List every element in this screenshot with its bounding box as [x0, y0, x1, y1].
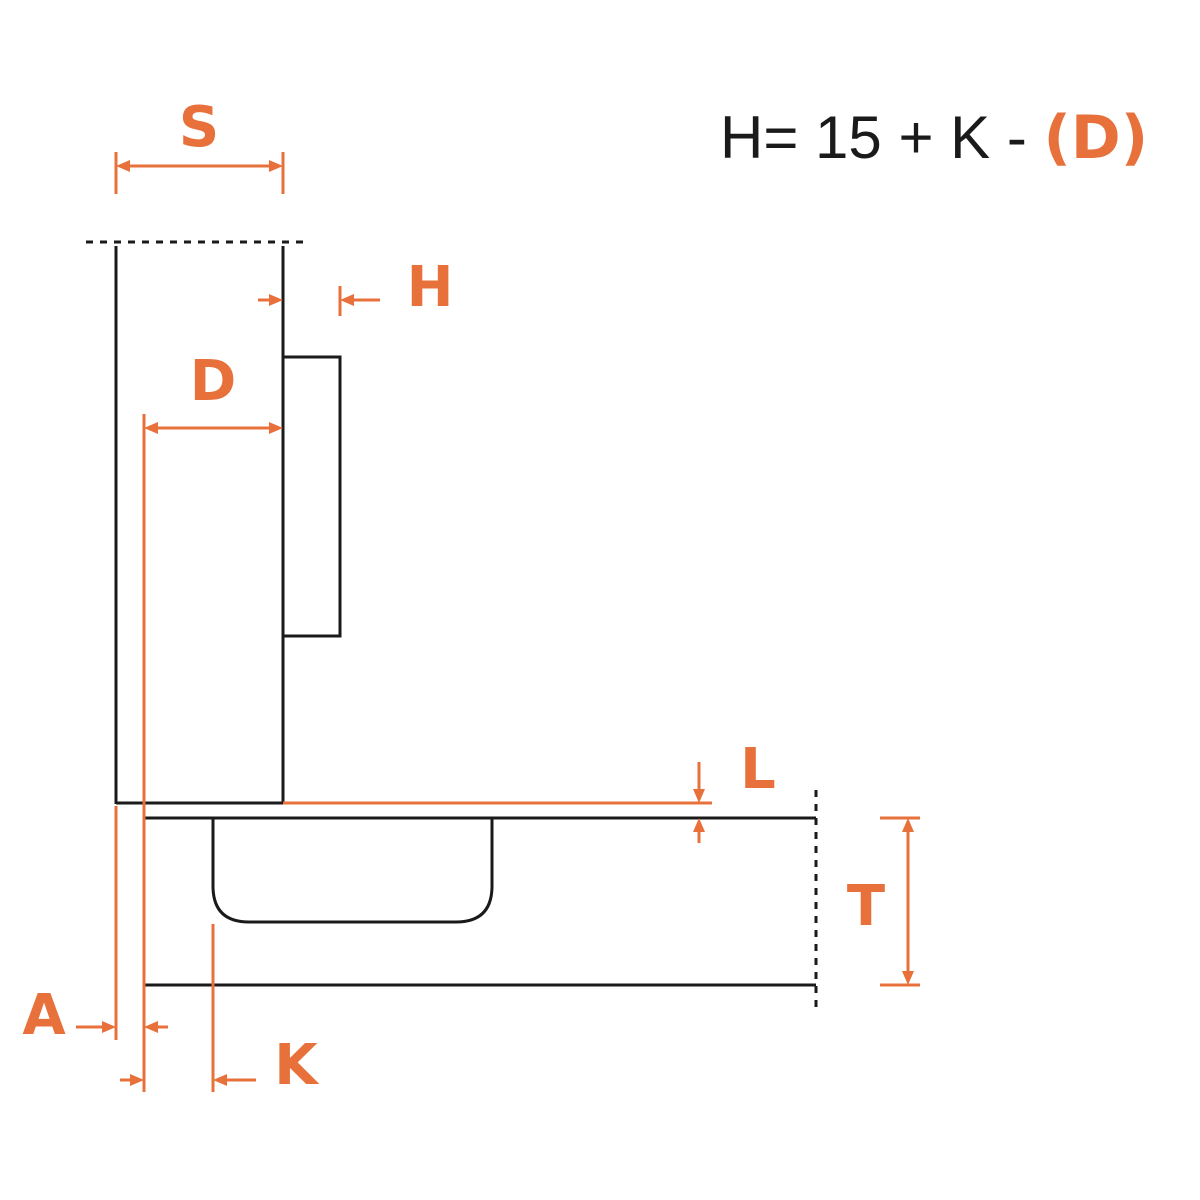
- k-arrow-right: [213, 1074, 227, 1086]
- h-arrow-left: [269, 294, 283, 306]
- formula: H= 15 + K - (D): [720, 103, 1148, 173]
- d-arrow-left: [144, 422, 158, 434]
- s-arrow-left: [116, 160, 130, 172]
- label-t: T: [847, 874, 885, 939]
- t-arrow-bottom: [902, 971, 914, 985]
- label-h: H: [407, 255, 454, 320]
- k-arrow-left: [130, 1074, 144, 1086]
- label-d: D: [190, 349, 236, 414]
- l-arrow-bottom: [693, 818, 705, 832]
- d-arrow-right: [269, 422, 283, 434]
- hinge-plate: [283, 355, 342, 638]
- formula-highlight: (D): [1044, 103, 1149, 173]
- dimension-labels: S H D L T A K: [22, 95, 885, 1098]
- structure-lines: [86, 240, 818, 1012]
- hinge-cup-recess: [211, 818, 494, 924]
- h-arrow-right: [340, 294, 354, 306]
- dimension-lines: [76, 152, 920, 1092]
- label-a: A: [22, 983, 66, 1048]
- s-arrow-right: [269, 160, 283, 172]
- label-k: K: [274, 1033, 320, 1098]
- a-arrow-left: [102, 1021, 116, 1033]
- a-arrow-right: [144, 1021, 158, 1033]
- t-arrow-top: [902, 818, 914, 832]
- label-l: L: [740, 737, 776, 802]
- formula-expression: H= 15 + K -: [720, 104, 1044, 171]
- label-s: S: [179, 95, 219, 160]
- l-arrow-top: [693, 789, 705, 803]
